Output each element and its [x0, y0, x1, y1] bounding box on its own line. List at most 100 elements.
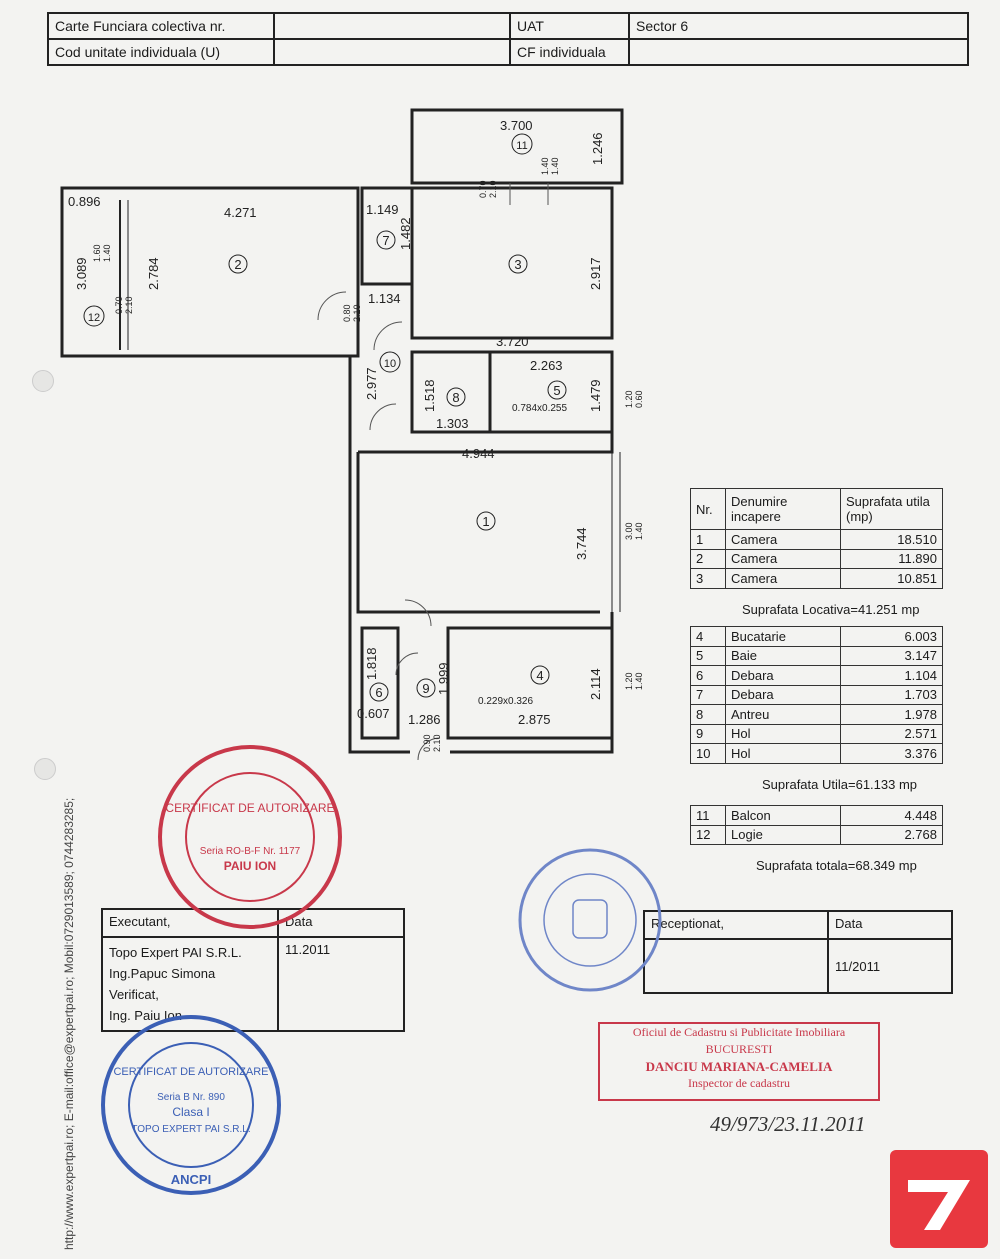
room-number: 2 [234, 257, 241, 272]
punch-hole [34, 758, 56, 780]
dim-0784: 0.784x0.255 [512, 403, 567, 414]
row-area: 1.104 [840, 665, 943, 686]
row-nr: 3 [690, 568, 726, 589]
opening-label: 1.40 [634, 672, 644, 690]
registration-number: 49/973/23.11.2011 [710, 1112, 866, 1136]
dim-0229: 0.229x0.326 [478, 696, 533, 707]
blue-stamp-class: Clasa I [172, 1105, 209, 1119]
rooms-table-main: Nr. Denumire incapere Suprafata utila (m… [690, 488, 943, 589]
blue-stamp-title: CERTIFICAT DE AUTORIZARE [113, 1066, 268, 1078]
dim-1818: 1.818 [364, 647, 379, 680]
row-nr: 9 [690, 723, 726, 744]
row-nr: 5 [690, 645, 726, 666]
dim-3089: 3.089 [74, 257, 89, 290]
room-number: 9 [422, 681, 429, 696]
row-name: Debara [725, 665, 841, 686]
suprafata-locativa: Suprafata Locativa=41.251 mp [742, 602, 920, 617]
receptionat-data-label: Data [827, 910, 953, 940]
opening-label: 1.40 [550, 157, 560, 175]
opening-label: 1.40 [540, 157, 550, 175]
dim-1303: 1.303 [436, 416, 469, 431]
row-nr: 10 [690, 743, 726, 764]
plan-walls [60, 108, 624, 754]
room-number: 8 [452, 390, 459, 405]
opening-label: 0.70 [114, 296, 124, 314]
dim-2263: 2.263 [530, 358, 563, 373]
dim-4944: 4.944 [462, 446, 495, 461]
room-number: 1 [482, 514, 489, 529]
room-number: 6 [375, 685, 382, 700]
blue-stamp-series: Seria B Nr. 890 [157, 1092, 225, 1103]
dim-1286: 1.286 [408, 712, 441, 727]
opening-label: 1.60 [92, 244, 102, 262]
opening-label: 0.70 [478, 180, 488, 198]
opening-label: 1.40 [102, 244, 112, 262]
suprafata-utila: Suprafata Utila=61.133 mp [762, 777, 918, 792]
receptionat-date: 11/2011 [827, 938, 953, 994]
row-area: 4.448 [840, 805, 943, 826]
row-name: Logie [725, 824, 841, 845]
opening-label: 0.90 [422, 734, 432, 752]
dim-1246: 1.246 [590, 132, 605, 165]
punch-hole [32, 370, 54, 392]
row-area: 2.768 [840, 824, 943, 845]
coat-of-arms-icon [572, 899, 608, 939]
dim-4271: 4.271 [224, 205, 257, 220]
executant-verificat: Verificat, [109, 987, 159, 1002]
opening-label: 2.10 [432, 734, 442, 752]
row-area: 3.147 [840, 645, 943, 666]
room-number: 11 [516, 140, 527, 152]
rect-stamp-line1: Oficiul de Cadastru si Publicitate Imobi… [632, 1025, 846, 1039]
dim-1479: 1.479 [588, 379, 603, 412]
row-name: Camera [725, 568, 841, 589]
table-row: 1 Camera 18.510 [690, 529, 943, 550]
cod-unitate-value [273, 38, 511, 66]
carte-funciara-value [273, 12, 511, 40]
row-name: Antreu [725, 704, 841, 725]
row-name: Debara [725, 684, 841, 705]
suprafata-totala: Suprafata totala=68.349 mp [756, 858, 917, 873]
header-table: Carte Funciara colectiva nr. UAT Sector … [47, 12, 969, 66]
dim-1518: 1.518 [422, 379, 437, 412]
opening-label: 2.10 [352, 304, 362, 322]
room-number: 5 [553, 383, 560, 398]
row-area: 6.003 [840, 626, 943, 647]
room-number: 10 [384, 358, 396, 370]
row-area: 3.376 [840, 743, 943, 764]
row-area: 11.890 [840, 548, 943, 569]
door-swings [317, 183, 549, 761]
row-nr: 11 [690, 805, 726, 826]
red-stamp-name: PAIU ION [224, 859, 276, 873]
dim-3700: 3.700 [500, 118, 533, 133]
rect-stamp-line4: Inspector de cadastru [688, 1076, 790, 1090]
dim-3744: 3.744 [574, 527, 589, 560]
dim-0607: 0.607 [357, 706, 390, 721]
row-area: 10.851 [840, 568, 943, 589]
row-nr: 2 [690, 548, 726, 569]
row-name: Camera [725, 548, 841, 569]
row-area: 1.703 [840, 684, 943, 705]
uat-value: Sector 6 [628, 12, 969, 40]
blue-stamp-romania [518, 848, 662, 992]
row-name: Camera [725, 529, 841, 550]
carte-funciara-label: Carte Funciara colectiva nr. [47, 12, 275, 40]
cf-individuala-label: CF individuala [509, 38, 630, 66]
dim-2784: 2.784 [146, 257, 161, 290]
table-row: 2 Camera 11.890 [690, 548, 943, 569]
row-nr: 7 [690, 684, 726, 705]
dim-1134: 1.134 [368, 291, 401, 306]
opening-label: 1.40 [634, 522, 644, 540]
executant-date: 11.2011 [277, 936, 405, 1032]
row-name: Bucatarie [725, 626, 841, 647]
room-number: 4 [536, 668, 543, 683]
col-area: Suprafata utila (mp) [840, 488, 943, 530]
receptionat-label: Receptionat, [643, 910, 829, 940]
dim-1482: 1.482 [398, 217, 413, 250]
publi24-logo[interactable] [890, 1150, 988, 1248]
row-area: 18.510 [840, 529, 943, 550]
